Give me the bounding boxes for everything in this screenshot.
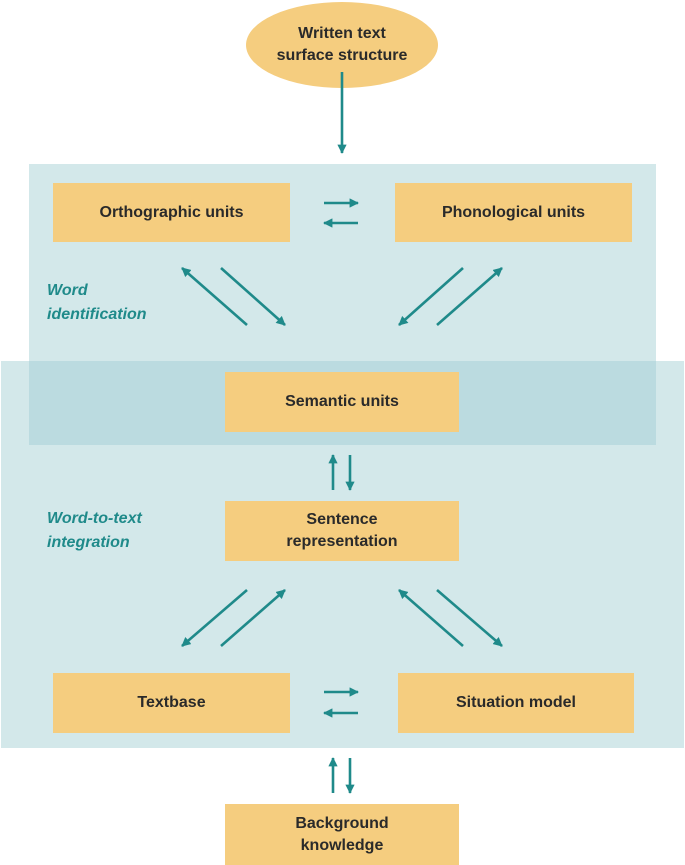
- background-knowledge-label: Background knowledge: [295, 814, 389, 854]
- arrow-semantic-to-phonological: [436, 267, 503, 326]
- sentence-representation-node: Sentence representation: [225, 501, 459, 561]
- phonological-units-node: Phonological units: [395, 183, 632, 242]
- arrow-sentence-to-situation: [436, 589, 503, 647]
- arrow-orthographic-to-semantic: [220, 267, 286, 326]
- textbase-node: Textbase: [53, 673, 290, 733]
- written-text-node: Written text surface structure: [246, 2, 438, 88]
- semantic-units-node: Semantic units: [225, 372, 459, 432]
- sentence-representation-label: Sentence representation: [286, 511, 398, 550]
- written-text-label: Written text surface structure: [276, 25, 408, 64]
- arrow-semantic-to-orthographic: [181, 267, 248, 326]
- arrow-situation-to-sentence: [398, 589, 464, 647]
- orthographic-units-label: Orthographic units: [99, 203, 244, 221]
- semantic-units-label: Semantic units: [285, 393, 399, 410]
- arrow-sentence-to-textbase: [181, 589, 248, 647]
- situation-model-label: Situation model: [456, 694, 576, 711]
- orthographic-units-node: Orthographic units: [53, 183, 290, 242]
- word-to-text-integration-label: Word-to-text integration: [47, 510, 142, 551]
- phonological-units-label: Phonological units: [441, 203, 586, 221]
- background-knowledge-node: Background knowledge: [225, 804, 459, 865]
- arrow-phonological-to-semantic: [398, 267, 464, 326]
- situation-model-node: Situation model: [398, 673, 634, 733]
- word-identification-label: Word identification: [47, 282, 147, 323]
- textbase-label: Textbase: [137, 694, 206, 711]
- arrow-textbase-to-sentence: [220, 589, 286, 647]
